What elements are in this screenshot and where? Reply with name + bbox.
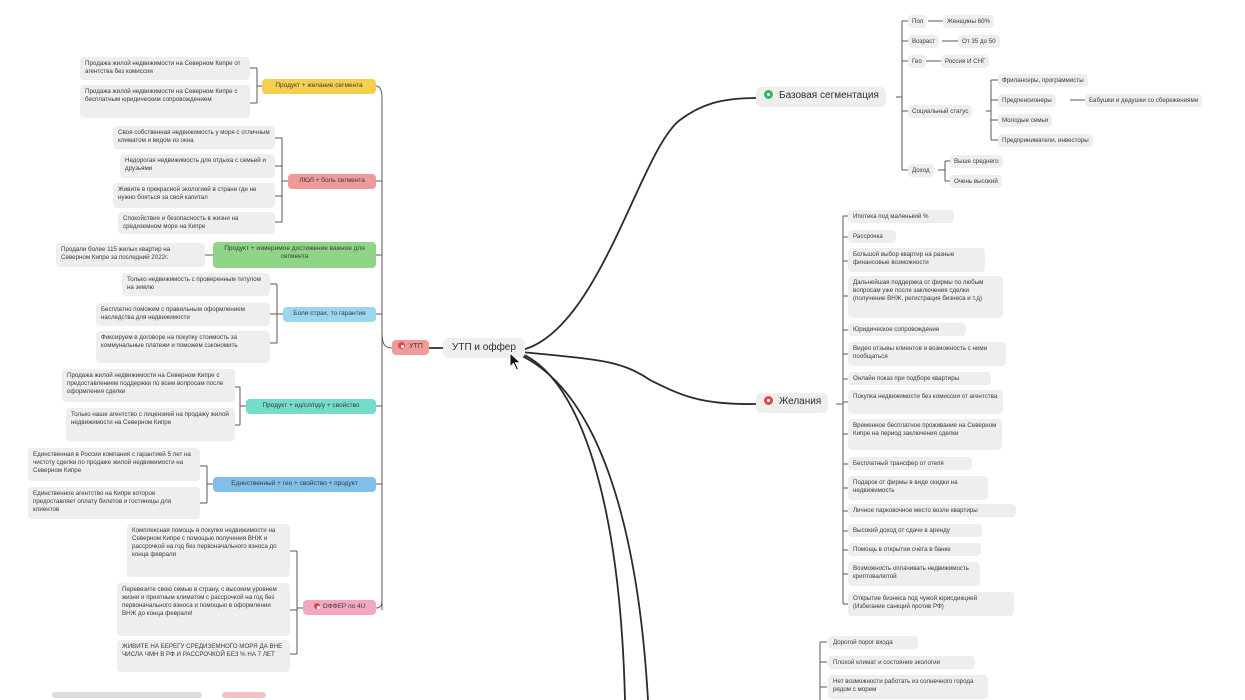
segmentation-label: Базовая сегментация xyxy=(779,90,879,101)
utp-group-guarantee[interactable]: Боли страх, то гарантия xyxy=(283,307,376,322)
utp-icon xyxy=(398,342,405,349)
segment-key[interactable]: Доход xyxy=(908,164,934,177)
segment-key[interactable]: Возраст xyxy=(908,35,940,48)
utp-item[interactable]: Комплексная помощь в покупке недвижимост… xyxy=(127,524,290,577)
offer-icon xyxy=(313,603,320,609)
desire-item[interactable]: Ипотека под маленький % xyxy=(848,210,954,223)
mouse-pointer-icon xyxy=(509,352,522,371)
utp-item[interactable]: Своя собственная недвижимость у моря с о… xyxy=(113,126,275,149)
desires-label: Желания xyxy=(779,396,822,407)
segment-key[interactable]: Гео xyxy=(908,55,926,68)
segment-value[interactable]: Женщины 60% xyxy=(943,15,995,28)
desire-item[interactable]: Юридическое сопровождение xyxy=(848,323,966,336)
branch-base-segmentation[interactable]: Базовая сегментация xyxy=(756,87,886,107)
utp-group-property[interactable]: Продукт + ид/сл/пд/у + свойство xyxy=(246,399,376,414)
utp-item[interactable]: Недорогая недвижимость для отдыха с семь… xyxy=(120,154,275,178)
desire-item[interactable]: Дальнейшая поддержка от фирмы по любым в… xyxy=(848,276,1003,318)
utp-item[interactable]: Единственное агентство на Кипре которое … xyxy=(28,487,200,519)
utp-group-offer-4u[interactable]: ОФФЕР по 4U xyxy=(303,600,376,615)
utp-item[interactable]: Бесплатно поможем с правильным оформлени… xyxy=(96,303,270,326)
red-circle-icon xyxy=(764,396,773,405)
desire-item[interactable]: Рассрочка xyxy=(848,230,896,243)
segment-value[interactable]: Предпенсионеры xyxy=(998,94,1056,107)
segment-key[interactable]: Пол xyxy=(908,15,928,28)
utp-item[interactable]: Продажа жилой недвижимости на Северном К… xyxy=(80,57,250,80)
desire-item[interactable]: Возможность оплачивать недвижимость крип… xyxy=(848,562,980,586)
desire-item[interactable]: Открытие бизнеса под чужой юрисдикцией (… xyxy=(848,592,1014,616)
segment-key[interactable]: Социальный статус xyxy=(908,105,973,118)
segment-value[interactable]: Предприниматели, инвесторы xyxy=(998,134,1093,147)
root-node[interactable]: УТП и оффер xyxy=(443,338,525,358)
partial-node xyxy=(222,692,266,698)
green-circle-icon xyxy=(764,90,773,99)
desire-item[interactable]: Покупка недвижимости без комиссии от аге… xyxy=(848,390,1003,414)
utp-item[interactable]: Фиксируем в договоре на покупку стоимост… xyxy=(96,331,270,363)
utp-item[interactable]: Только наше агентство с лицензией на про… xyxy=(66,408,235,441)
offer-label: ОФФЕР по 4U xyxy=(322,603,366,610)
desire-item[interactable]: Временное бесплатное проживание на Север… xyxy=(848,419,1002,450)
utp-item[interactable]: Перевезите свою семью в страну, с высоки… xyxy=(117,583,290,636)
utp-group-unique[interactable]: Единственный + гео + свойство + продукт xyxy=(213,477,376,492)
desire-item[interactable]: Большой выбор квартир на разные финансов… xyxy=(848,248,985,272)
desire-item[interactable]: Высокий доход от сдачи в аренду xyxy=(848,524,982,537)
utp-item[interactable]: Только недвижимость с проверенным титуло… xyxy=(122,273,270,296)
segment-value[interactable]: Фрилансеры, программисты xyxy=(998,74,1088,87)
utp-item[interactable]: Продажа жилой недвижимости на Северном К… xyxy=(62,369,235,402)
utp-label: УТП xyxy=(409,343,423,350)
desire-item[interactable]: Видео отзывы клиентов и возможность с ни… xyxy=(848,342,1006,366)
utp-group-product-desire[interactable]: Продукт + желание сегмента xyxy=(262,79,376,94)
bottom-partial-nodes xyxy=(0,684,300,700)
utp-item[interactable]: Продали более 115 жилых квартир на Север… xyxy=(56,243,205,267)
pain-item[interactable]: Плохой климат и состояние экологии xyxy=(828,656,975,669)
segment-value[interactable]: Молодые семьи xyxy=(998,114,1053,127)
utp-item[interactable]: Живите в прекрасной экологией в стране г… xyxy=(113,183,275,208)
utp-item[interactable]: Спокойствие и безопасность в жизни на ср… xyxy=(118,212,275,234)
utp-item[interactable]: ЖИВИТЕ НА БЕРЕГУ СРЕДИЗЕМНОГО МОРЯ ДА ВН… xyxy=(117,640,290,672)
segment-value[interactable]: Выше среднего xyxy=(950,155,1003,168)
utp-group-achievement[interactable]: Продукт + измеримое достижение важное дл… xyxy=(213,242,376,268)
segment-value[interactable]: Бабушки и дедушки со сбережениями xyxy=(1085,94,1203,107)
desire-item[interactable]: Помощь в открытии счета в банке xyxy=(848,543,981,556)
desire-item[interactable]: Бесплатный трансфер от отеля xyxy=(848,457,972,470)
desire-item[interactable]: Онлайн показ при подборе квартиры xyxy=(848,372,991,385)
desire-item[interactable]: Подарок от фирмы в виде скидки на недвиж… xyxy=(848,476,988,500)
partial-node xyxy=(52,692,202,698)
utp-node[interactable]: УТП xyxy=(392,340,429,355)
branch-desires[interactable]: Желания xyxy=(756,393,829,413)
pain-item[interactable]: Дорогой порог входа xyxy=(828,636,918,649)
segment-value[interactable]: Россия И СНГ xyxy=(941,55,990,68)
desire-item[interactable]: Личное парковочное место возле квартиры xyxy=(848,504,1016,517)
pain-item[interactable]: Нет возможности работать из солнечного г… xyxy=(828,675,988,699)
utp-group-pain[interactable]: ЛЮЛ + боль сегмента xyxy=(288,174,376,189)
segment-value[interactable]: Очень высокий xyxy=(950,175,1002,188)
utp-item[interactable]: Единственная в России компания с гаранти… xyxy=(28,448,200,481)
utp-item[interactable]: Продажа жилой недвижимости на Северном К… xyxy=(80,85,250,118)
segment-value[interactable]: От 35 до 50 xyxy=(958,35,1000,48)
